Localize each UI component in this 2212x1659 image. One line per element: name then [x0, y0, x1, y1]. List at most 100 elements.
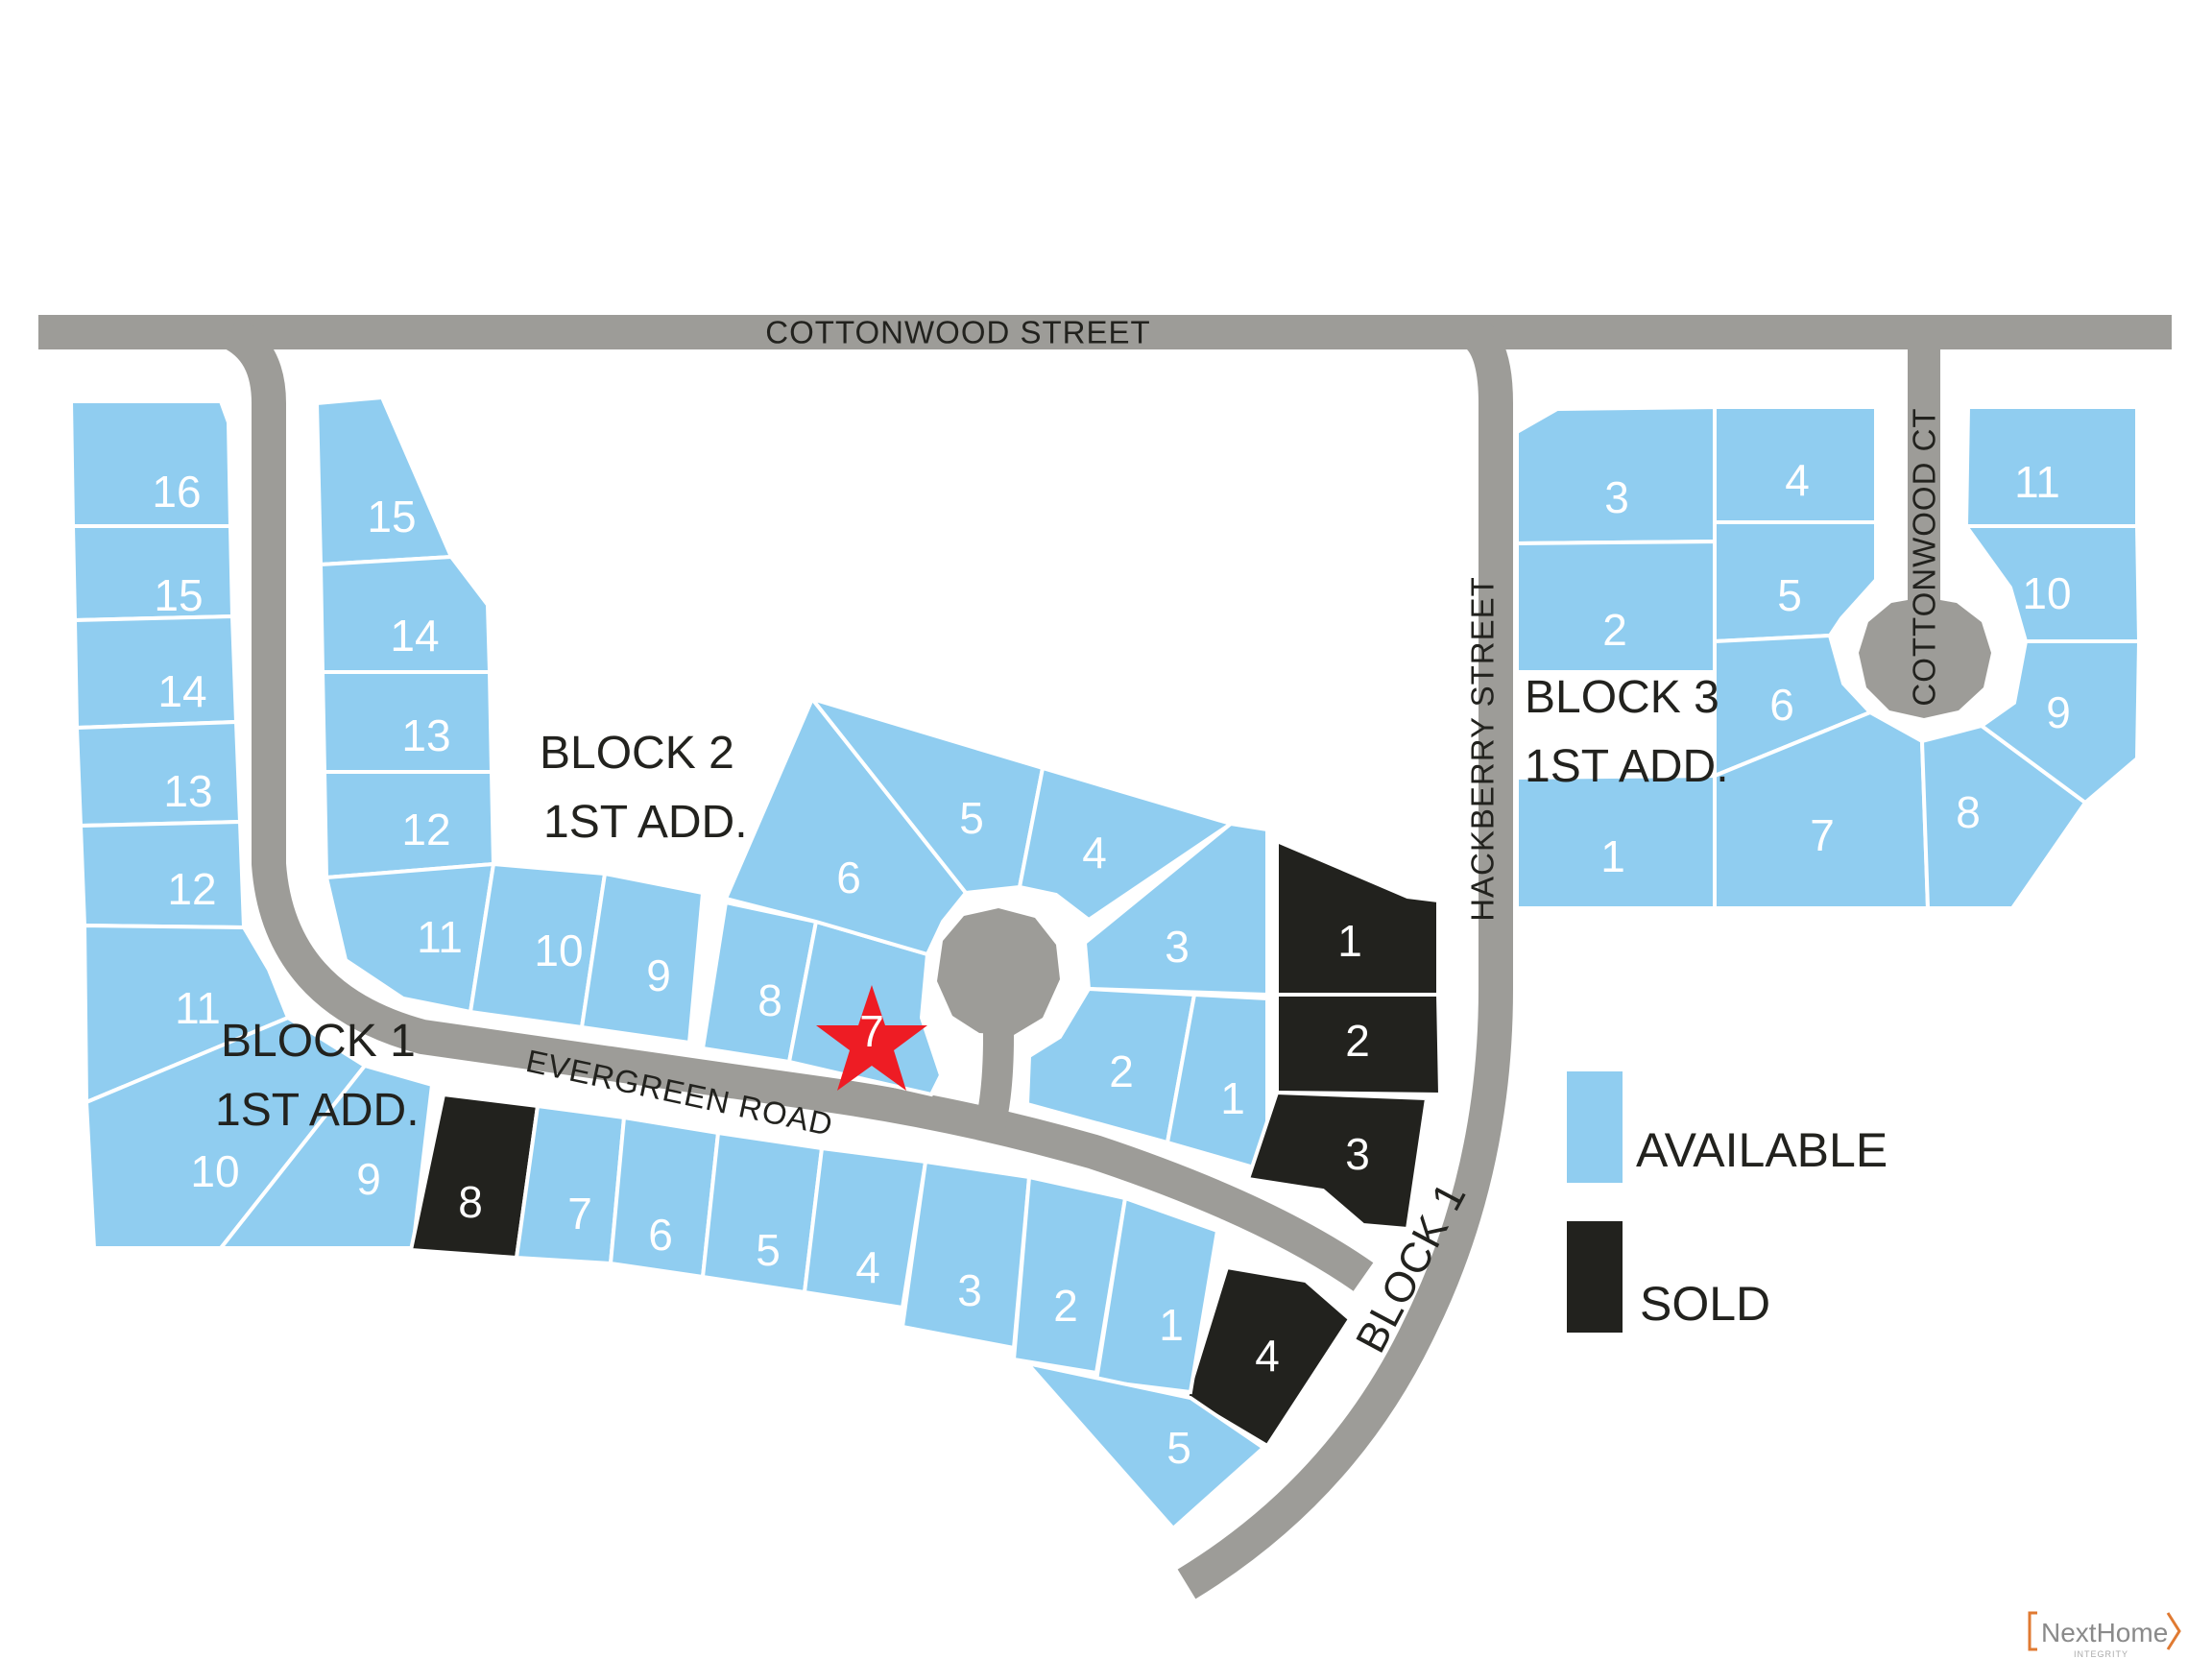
lot-number: 10: [190, 1146, 239, 1196]
roads: [38, 315, 2172, 1599]
legend-available-swatch: [1567, 1071, 1623, 1183]
highlight-star-icon[interactable]: 7: [816, 985, 927, 1091]
lot-number: 2: [1053, 1281, 1078, 1331]
lot-number: 13: [401, 710, 450, 760]
lot-number: 4: [855, 1242, 880, 1292]
lot-e-2[interactable]: [1275, 993, 1443, 1097]
lot-number: 2: [1602, 605, 1627, 655]
lot-b3-11[interactable]: [1963, 405, 2139, 528]
lot-number: 12: [167, 864, 216, 914]
lot-number: 8: [1956, 787, 1981, 837]
block-1-lots: [68, 399, 541, 1261]
lot-number: 6: [836, 853, 861, 902]
lot-number: 3: [1604, 472, 1629, 522]
lot-b2-3[interactable]: [1082, 821, 1269, 998]
lot-number-highlighted: 7: [859, 1006, 884, 1056]
lot-b1-11[interactable]: [82, 923, 291, 1105]
lot-s-5b[interactable]: [1022, 1359, 1267, 1531]
lot-number: 8: [458, 1177, 483, 1227]
lot-s-4[interactable]: [802, 1145, 928, 1310]
lot-number: 1: [1220, 1073, 1245, 1123]
lot-number: 1: [1337, 916, 1362, 966]
lot-number: 2: [1109, 1046, 1134, 1096]
lot-b3-6[interactable]: [1713, 633, 1874, 779]
lot-e-3[interactable]: [1245, 1090, 1430, 1232]
block-2-label: BLOCK 2: [540, 728, 734, 779]
road-label-cottonwood-street: COTTONWOOD STREET: [765, 315, 1150, 350]
lot-number: 15: [154, 570, 203, 620]
lot-number: 4: [1255, 1331, 1280, 1381]
cottonwood-ct-culdesac: [1859, 597, 1991, 718]
lot-number: 9: [2046, 687, 2071, 737]
legend-sold-swatch: [1567, 1221, 1623, 1333]
lot-s-7[interactable]: [514, 1103, 627, 1266]
road-hackberry-street: [1177, 317, 1513, 1599]
lot-e-1[interactable]: [1275, 837, 1440, 997]
lot-b2-14[interactable]: [318, 554, 493, 674]
lot-number: 5: [756, 1225, 781, 1275]
block-3-sublabel: 1ST ADD.: [1525, 741, 1729, 792]
block-east-lots: [1184, 837, 1443, 1449]
lot-number: 14: [157, 666, 206, 716]
road-label-hackberry-street: HACKBERRY STREET: [1465, 576, 1501, 922]
block-1-sublabel: 1ST ADD.: [215, 1085, 420, 1136]
brand-name: NextHome: [2041, 1618, 2168, 1647]
lot-number: 10: [534, 926, 583, 975]
lot-number: 6: [1769, 680, 1794, 730]
brand-subtitle: INTEGRITY: [2074, 1649, 2128, 1659]
lot-number: 3: [957, 1265, 982, 1315]
legend: AVAILABLE SOLD: [1567, 1071, 1887, 1333]
lot-b1-14[interactable]: [72, 613, 239, 731]
lot-number: 16: [152, 467, 201, 517]
lot-number: 1: [1600, 831, 1625, 881]
lot-number: 14: [390, 611, 439, 661]
road-label-cottonwood-ct: COTTONWOOD CT: [1907, 407, 1942, 706]
lot-number: 2: [1345, 1016, 1370, 1066]
lot-number: 8: [757, 975, 782, 1025]
road-evergreen-stem: [974, 970, 1014, 1136]
lot-b2-9[interactable]: [579, 871, 706, 1046]
south-lots: [514, 1103, 1267, 1531]
lot-number: 12: [401, 805, 450, 854]
lot-number: 4: [1082, 828, 1107, 878]
lot-number: 5: [1777, 570, 1802, 620]
lot-s-3[interactable]: [900, 1159, 1032, 1351]
road-block1-west: [222, 316, 1374, 1291]
lot-number: 4: [1785, 455, 1810, 505]
lot-number: 5: [1166, 1423, 1191, 1473]
lot-b1-15[interactable]: [70, 524, 235, 623]
block-3-lots: [1515, 404, 2142, 910]
lot-number: 1: [1159, 1300, 1184, 1350]
lot-b1-12[interactable]: [78, 819, 247, 930]
block-1-label: BLOCK 1: [221, 1016, 416, 1067]
lot-number: 11: [2014, 457, 2060, 507]
lot-number: 11: [417, 912, 463, 962]
lot-number: 3: [1345, 1129, 1370, 1179]
block-3-label: BLOCK 3: [1525, 672, 1719, 723]
lot-s-1[interactable]: [1094, 1195, 1220, 1395]
lot-number: 3: [1165, 922, 1190, 972]
lot-number: 6: [648, 1210, 673, 1260]
lot-b2-11[interactable]: [324, 861, 496, 1015]
lot-number: 11: [175, 983, 221, 1033]
lot-number: 5: [959, 793, 984, 843]
lot-number: 13: [163, 766, 212, 816]
block-2-sublabel: 1ST ADD.: [543, 797, 748, 848]
lot-number: 7: [567, 1189, 592, 1238]
lot-number: 15: [367, 492, 416, 541]
road-cottonwood-street: [38, 315, 2172, 349]
lot-b1-16[interactable]: [68, 399, 233, 528]
legend-available-label: AVAILABLE: [1636, 1123, 1887, 1177]
evergreen-culdesac: [937, 908, 1060, 1035]
legend-sold-label: SOLD: [1640, 1277, 1770, 1331]
lot-number: 10: [2022, 568, 2071, 618]
lot-number: 9: [356, 1154, 381, 1204]
nexthome-logo: NextHome INTEGRITY: [2028, 1611, 2181, 1659]
lot-number: 9: [646, 950, 671, 1000]
block-2-lots: [314, 395, 1269, 1174]
lot-numbers: 16 15 14 13 12 11 10 9 8 15 14 13 12 11 …: [152, 455, 2071, 1473]
lot-b1-13[interactable]: [74, 719, 243, 829]
lot-b2-4[interactable]: [1017, 765, 1236, 923]
lot-number: 7: [1810, 810, 1835, 860]
